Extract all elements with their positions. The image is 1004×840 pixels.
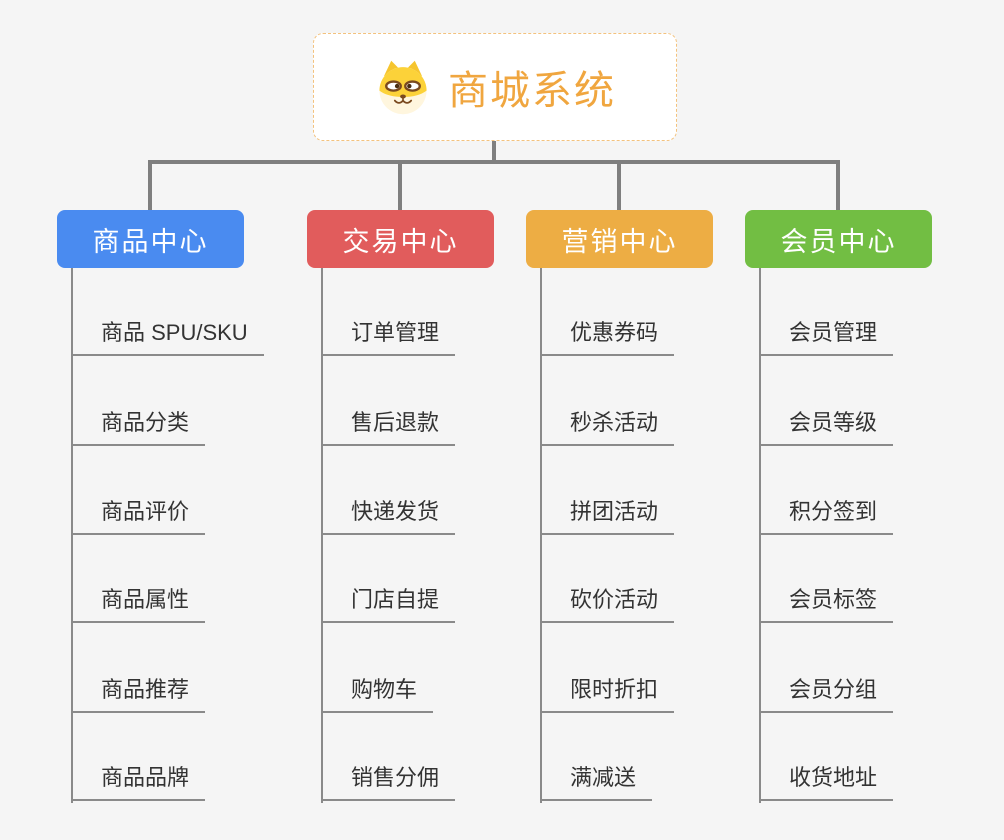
leaf-topic[interactable]: 销售分佣 <box>321 763 456 801</box>
shiba-dog-icon <box>379 60 427 115</box>
connector-root-vertical <box>492 141 496 162</box>
leaf-topic[interactable]: 会员等级 <box>759 408 894 446</box>
branch-node-member-center[interactable]: 会员中心 <box>745 210 932 268</box>
leaf-topic[interactable]: 会员标签 <box>759 585 894 623</box>
leaf-topic[interactable]: 优惠券码 <box>540 318 675 356</box>
leaf-topic[interactable]: 会员管理 <box>759 318 894 356</box>
leaf-topic[interactable]: 门店自提 <box>321 585 456 623</box>
connector-trunk-branch-4 <box>759 268 761 803</box>
connector-trunk-branch-3 <box>540 268 542 803</box>
leaf-topic[interactable]: 售后退款 <box>321 408 456 446</box>
leaf-topic[interactable]: 商品 SPU/SKU <box>71 318 264 356</box>
leaf-topic[interactable]: 收货地址 <box>759 763 894 801</box>
connector-trunk-branch-1 <box>71 268 73 803</box>
leaf-topic[interactable]: 拼团活动 <box>540 497 675 535</box>
leaf-topic[interactable]: 商品分类 <box>71 408 206 446</box>
leaf-topic[interactable]: 商品属性 <box>71 585 206 623</box>
leaf-topic[interactable]: 快递发货 <box>321 497 456 535</box>
leaf-topic[interactable]: 砍价活动 <box>540 585 675 623</box>
connector-stub-branch-4 <box>836 160 840 210</box>
connector-horizontal-spine <box>148 160 840 164</box>
connector-stub-branch-3 <box>617 160 621 210</box>
connector-trunk-branch-2 <box>321 268 323 803</box>
leaf-topic[interactable]: 购物车 <box>321 675 434 713</box>
leaf-topic[interactable]: 商品推荐 <box>71 675 206 713</box>
connector-stub-branch-1 <box>148 160 152 210</box>
leaf-topic[interactable]: 会员分组 <box>759 675 894 713</box>
leaf-topic[interactable]: 限时折扣 <box>540 675 675 713</box>
branch-node-trade-center[interactable]: 交易中心 <box>307 210 494 268</box>
leaf-topic[interactable]: 商品品牌 <box>71 763 206 801</box>
branch-node-product-center[interactable]: 商品中心 <box>57 210 244 268</box>
leaf-topic[interactable]: 满减送 <box>540 763 653 801</box>
root-title: 商城系统 <box>448 69 616 113</box>
branch-node-marketing-center[interactable]: 营销中心 <box>526 210 713 268</box>
root-node-mall-system[interactable]: 商城系统 <box>313 33 677 141</box>
leaf-topic[interactable]: 秒杀活动 <box>540 408 675 446</box>
leaf-topic[interactable]: 积分签到 <box>759 497 894 535</box>
connector-stub-branch-2 <box>398 160 402 210</box>
leaf-topic[interactable]: 订单管理 <box>321 318 456 356</box>
leaf-topic[interactable]: 商品评价 <box>71 497 206 535</box>
